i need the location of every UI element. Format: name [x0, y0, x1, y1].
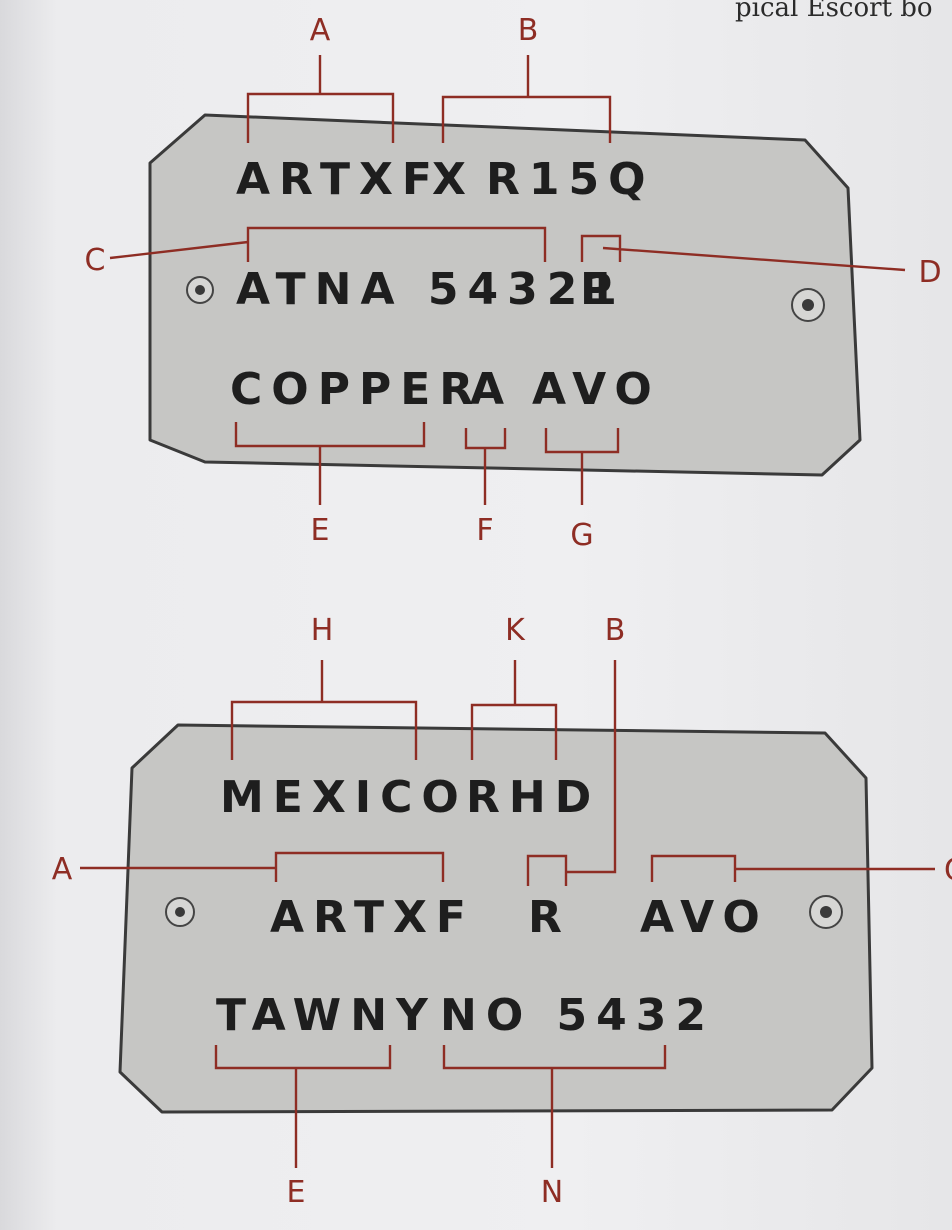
plate-2-bracket-g — [650, 854, 935, 882]
plate-1-bracket-f — [464, 428, 507, 505]
plate-1-label-d: D — [918, 255, 941, 290]
plate-1-label-e: E — [311, 513, 330, 548]
plate-1-bracket-b — [441, 55, 612, 143]
plate-1-code-b: R15Q — [486, 154, 655, 205]
plate-1-label-c: C — [85, 243, 106, 278]
plate-2-label-e: E — [287, 1175, 306, 1210]
plate-1-bracket-d — [580, 234, 906, 272]
plate-1-code-a: ARTXF — [236, 154, 441, 205]
plate-1-label-b: B — [518, 13, 539, 48]
plate-1-bracket-e — [234, 422, 426, 505]
plate-1-label-g: G — [570, 518, 593, 553]
plate-2-code-n: NO 5432 — [440, 990, 715, 1041]
plate-2-label-g: C — [944, 853, 952, 888]
plate-2-bracket-n — [442, 1045, 667, 1168]
plate-2-code-b: R — [528, 892, 571, 943]
plate-1-code-x: X — [432, 154, 475, 205]
plate-2-body — [118, 723, 874, 1114]
plate-1-code-f: A — [470, 364, 513, 415]
plate-2: MEXICO RHD ARTXF R AVO TAWNY NO 5432 H K… — [52, 613, 952, 1210]
plate-1-body — [148, 113, 862, 477]
plate-1-bracket-g — [544, 428, 620, 505]
plate-2-bracket-h — [230, 660, 418, 760]
plate-2-bracket-k — [470, 660, 558, 760]
plate-2-code-e: TAWNY — [216, 990, 437, 1041]
rivet-right — [791, 288, 825, 322]
rivet-left — [186, 276, 214, 304]
plate-1-bracket-c — [109, 226, 547, 262]
plate-2-bracket-e — [214, 1045, 392, 1168]
plate-2-bracket-a — [80, 851, 445, 882]
rivet-right — [809, 895, 843, 929]
plate-2-label-k: K — [505, 613, 526, 648]
plate-2-code-k: RHD — [466, 772, 600, 823]
plate-1-label-a: A — [310, 13, 331, 48]
plate-2-label-b: B — [605, 613, 626, 648]
plate-2-label-a: A — [52, 852, 73, 887]
plate-1-bracket-a — [246, 55, 395, 143]
plate-1-code-e: COPPER — [230, 364, 482, 415]
plate-2-code-g: AVO — [640, 892, 769, 943]
plate-1-label-f: F — [476, 513, 493, 548]
plate-2-label-h: H — [311, 613, 334, 648]
plate-1: ARTXF X R15Q ATNA 54321 P COPPER A AVO A… — [85, 13, 942, 553]
plate-1-code-d: P — [580, 264, 621, 315]
plate-2-code-a: ARTXF — [270, 892, 475, 943]
plate-2-code-h: MEXICO — [220, 772, 468, 823]
plate-2-bracket-b — [526, 660, 617, 886]
running-head: pical Escort bo — [735, 0, 933, 23]
plate-1-code-c: ATNA 54321 — [236, 264, 626, 315]
plate-1-code-g: AVO — [532, 364, 661, 415]
rivet-left — [165, 897, 195, 927]
plate-2-label-n: N — [541, 1175, 563, 1210]
